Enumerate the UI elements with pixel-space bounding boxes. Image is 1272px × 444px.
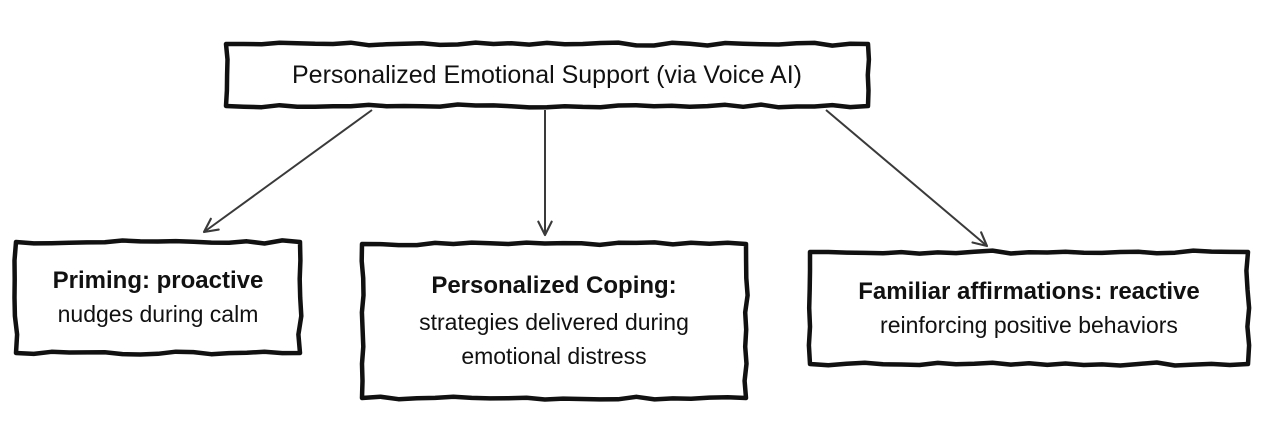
- root-node: Personalized Emotional Support (via Voic…: [224, 42, 870, 108]
- coping-node: Personalized Coping: strategies delivere…: [360, 242, 748, 400]
- root-node-label: Personalized Emotional Support (via Voic…: [292, 61, 802, 89]
- coping-node-line: strategies delivered during: [419, 309, 689, 335]
- familiar-node-line: reinforcing positive behaviors: [880, 311, 1178, 338]
- arrow-root-to-priming: [202, 109, 373, 234]
- coping-node-title: Personalized Coping:: [431, 272, 677, 299]
- coping-node-border: [359, 240, 750, 402]
- arrow-root-to-familiar: [825, 109, 989, 248]
- familiar-node-title: Familiar affirmations: reactive: [858, 277, 1200, 305]
- priming-node: Priming: proactive nudges during calm: [14, 240, 302, 355]
- familiar-node: Familiar affirmations: reactive reinforc…: [808, 250, 1250, 366]
- priming-node-title: Priming: proactive: [52, 267, 264, 294]
- priming-node-line: nudges during calm: [57, 301, 259, 327]
- root-node-border: [223, 40, 872, 110]
- coping-node-line: emotional distress: [461, 343, 647, 369]
- familiar-node-border: [806, 248, 1252, 368]
- priming-node-border: [12, 238, 304, 357]
